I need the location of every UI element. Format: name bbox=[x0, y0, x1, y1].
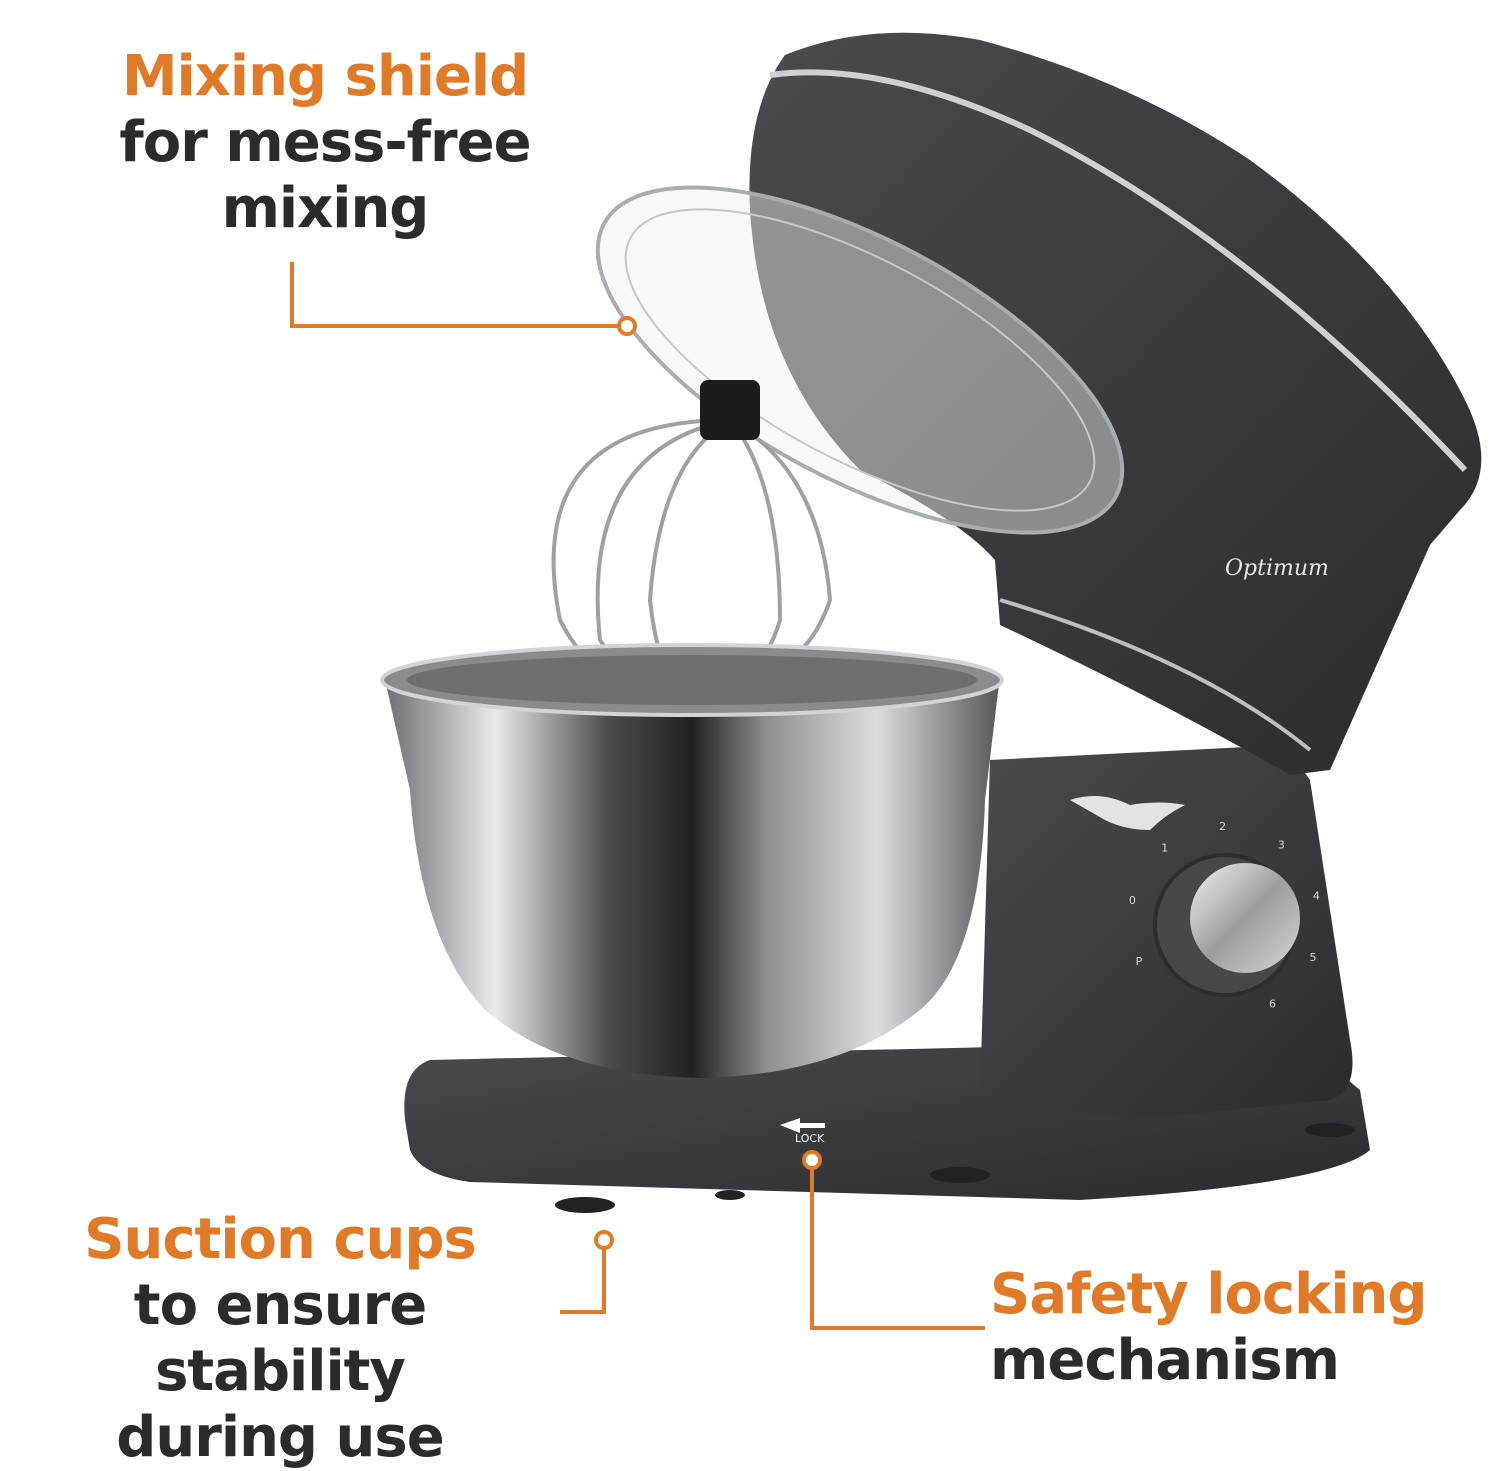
lock-indicator: LOCK bbox=[780, 1118, 825, 1145]
leader-line-mixing-shield bbox=[290, 262, 618, 328]
leader-dot-safety-locking bbox=[802, 1150, 822, 1170]
callout-desc-line: mechanism bbox=[990, 1328, 1340, 1393]
mixer-pedestal bbox=[980, 745, 1353, 1120]
callout-desc-line: for mess-free bbox=[119, 110, 531, 175]
leader-line-safety-locking bbox=[810, 1168, 985, 1330]
speed-dial-mark: 5 bbox=[1310, 951, 1317, 964]
callout-desc-line: to ensure stability bbox=[133, 1273, 427, 1404]
leader-line-suction-cups bbox=[560, 1248, 606, 1314]
callout-mixing-shield: Mixing shield for mess-free mixing bbox=[95, 44, 555, 242]
callout-desc-line: during use bbox=[116, 1405, 444, 1470]
svg-text:LOCK: LOCK bbox=[795, 1132, 825, 1145]
callout-suction-cups: Suction cups to ensure stability during … bbox=[0, 1207, 560, 1471]
stainless-bowl bbox=[380, 643, 1004, 1078]
speed-dial-knob bbox=[1190, 863, 1300, 973]
callout-safety-locking: Safety locking mechanism bbox=[990, 1262, 1450, 1394]
leader-dot-mixing-shield bbox=[617, 316, 637, 336]
speed-dial-mark: 3 bbox=[1278, 839, 1285, 852]
callout-desc-line: mixing bbox=[221, 176, 430, 241]
speed-dial-mark: P bbox=[1136, 955, 1143, 968]
speed-dial-mark: 1 bbox=[1161, 842, 1168, 855]
product-infographic: Optimum LOCK bbox=[84, 32, 1482, 1470]
mixer-head: Optimum bbox=[749, 32, 1482, 775]
callout-title: Safety locking bbox=[990, 1262, 1428, 1327]
callout-title: Suction cups bbox=[84, 1207, 477, 1272]
brand-logo: Optimum bbox=[1225, 556, 1329, 581]
callout-title: Mixing shield bbox=[121, 44, 529, 109]
speed-dial-mark: 6 bbox=[1269, 997, 1276, 1010]
leader-dot-suction-cups bbox=[594, 1230, 614, 1250]
speed-dial-mark: 0 bbox=[1129, 894, 1136, 907]
mixing-shield bbox=[595, 185, 1125, 535]
speed-dial-mark: 2 bbox=[1219, 820, 1226, 833]
stand-mixer-illustration: Optimum LOCK bbox=[290, 32, 1482, 1330]
callout-leader-lines bbox=[290, 262, 985, 1330]
speed-dial-mark: 4 bbox=[1313, 889, 1320, 902]
